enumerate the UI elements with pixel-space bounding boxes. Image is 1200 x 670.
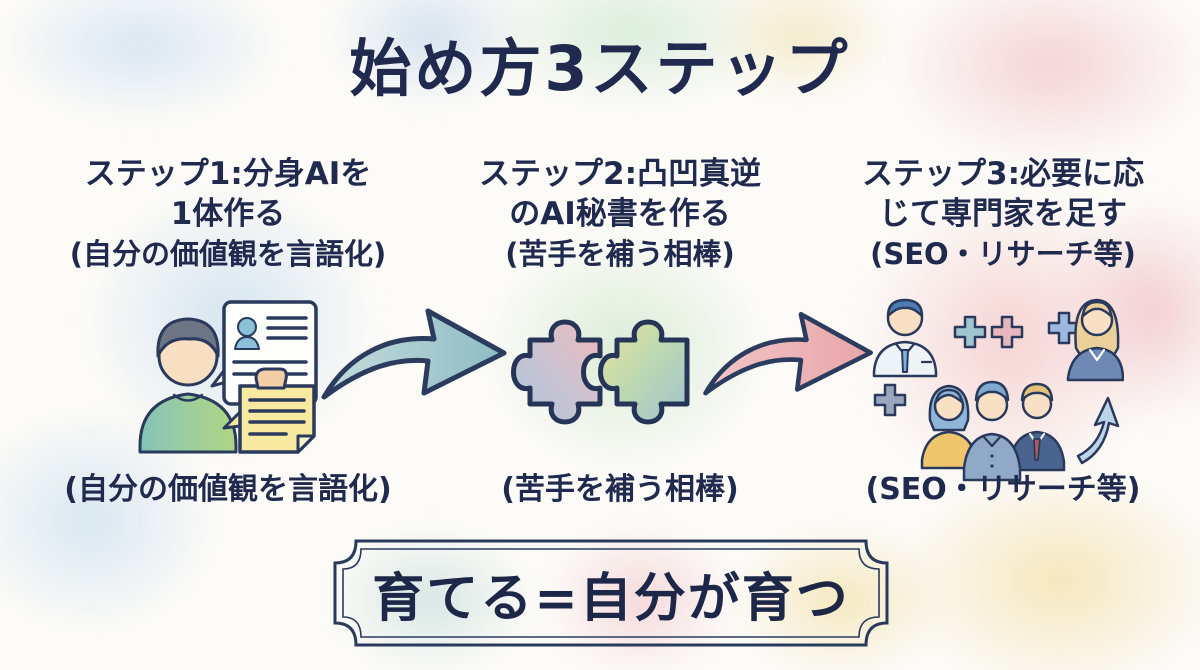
step3-heading-line3: (SEO・リサーチ等) (870, 237, 1136, 271)
decorative-frame (333, 539, 889, 647)
step3-caption: (SEO・リサーチ等) (865, 472, 1141, 507)
step1-heading-line3: (自分の価値観を言語化) (69, 237, 387, 271)
step3-heading-line2: じて専門家を足す (879, 196, 1127, 232)
step2-heading-line3: (苦手を補う相棒) (505, 237, 735, 271)
step1-caption: (自分の価値観を言語化) (64, 472, 392, 507)
experts-plus-group-icon (872, 298, 1124, 482)
person-profile-docs-icon (138, 300, 318, 454)
curved-swoosh-arrow-icon (321, 308, 507, 400)
step3-heading-line1: ステップ3:必要に応 (862, 156, 1144, 192)
page-title: 始め方3ステップ (349, 32, 851, 105)
step2-caption: (苦手を補う相棒) (501, 472, 739, 507)
curved-swoosh-arrow-icon (703, 311, 873, 396)
step1-heading-line1: ステップ1:分身AIを (84, 156, 372, 192)
step2-heading-line1: ステップ2:凸凹真逆 (479, 156, 761, 192)
step1-heading: ステップ1:分身AIを 1体作る (自分の価値観を言語化) (28, 154, 428, 274)
step1-heading-line2: 1体作る (170, 196, 286, 232)
summary-banner: 育てる=自分が育つ (330, 536, 892, 650)
step3-heading: ステップ3:必要に応 じて専門家を足す (SEO・リサーチ等) (806, 154, 1200, 274)
summary-banner-text: 育てる=自分が育つ (372, 567, 850, 629)
step2-heading-line2: のAI秘書を作る (509, 196, 731, 232)
step2-heading: ステップ2:凸凹真逆 のAI秘書を作る (苦手を補う相棒) (428, 154, 812, 274)
puzzle-pieces-icon (511, 319, 690, 425)
